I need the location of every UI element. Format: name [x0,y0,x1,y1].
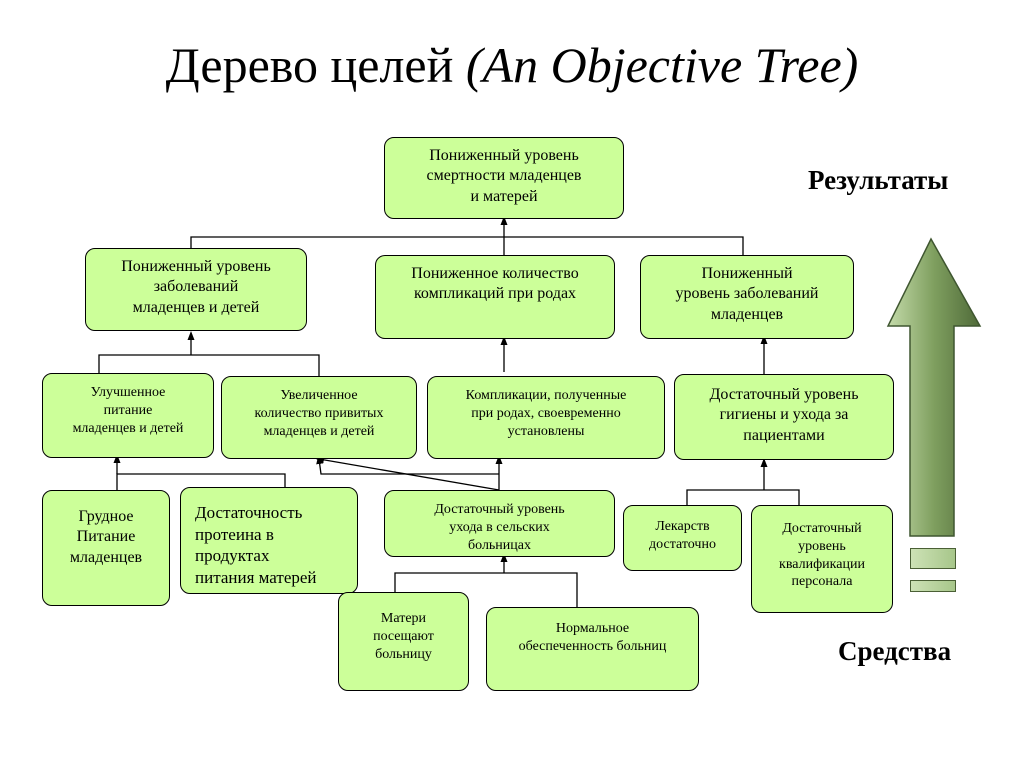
node-medicines: Лекарств достаточно [623,505,742,571]
node-infant-disease: Пониженный уровень заболеваний младенцев [640,255,854,339]
node-nutrition: Улучшенное питание младенцев и детей [42,373,214,458]
label-means: Средства [838,636,952,666]
progress-arrow-icon [886,237,982,537]
node-rural-care: Достаточный уровень ухода в сельских бол… [384,490,615,557]
title-italic: (An Objective Tree) [465,37,859,93]
node-hygiene: Достаточный уровень гигиены и ухода за п… [674,374,894,460]
progress-bar-lower [910,580,956,592]
node-protein: Достаточность протеина в продуктах питан… [180,487,358,594]
link-level2-bracket [190,236,744,255]
node-hospital-supply: Нормальное обеспеченность больниц [486,607,699,691]
node-breastfeeding: Грудное Питание младенцев [42,490,170,606]
node-staff-qualification: Достаточный уровень квалификации персона… [751,505,893,613]
title-main: Дерево целей [165,37,454,93]
node-complications-detected: Компликации, полученные при родах, своев… [427,376,665,459]
label-results: Результаты [808,165,949,195]
link-to-n3b [316,455,499,475]
node-child-disease: Пониженный уровень заболеваний младенцев… [85,248,307,331]
link-to-n3b-diag [315,456,500,491]
node-vaccination: Увеличенное количество привитых младенце… [221,376,417,459]
link-l4-right-bracket [686,489,800,505]
link-l3-left-bracket [98,354,320,376]
page-title: Дерево целей (An Objective Tree) [0,36,1024,94]
progress-bar-upper [910,548,956,569]
node-mothers-visit: Матери посещают больницу [338,592,469,691]
link-l4-left-bracket [116,473,286,490]
node-top-goal: Пониженный уровень смертности младенцев … [384,137,624,219]
node-birth-complications: Пониженное количество компликаций при ро… [375,255,615,339]
link-l5-bracket [394,572,578,607]
